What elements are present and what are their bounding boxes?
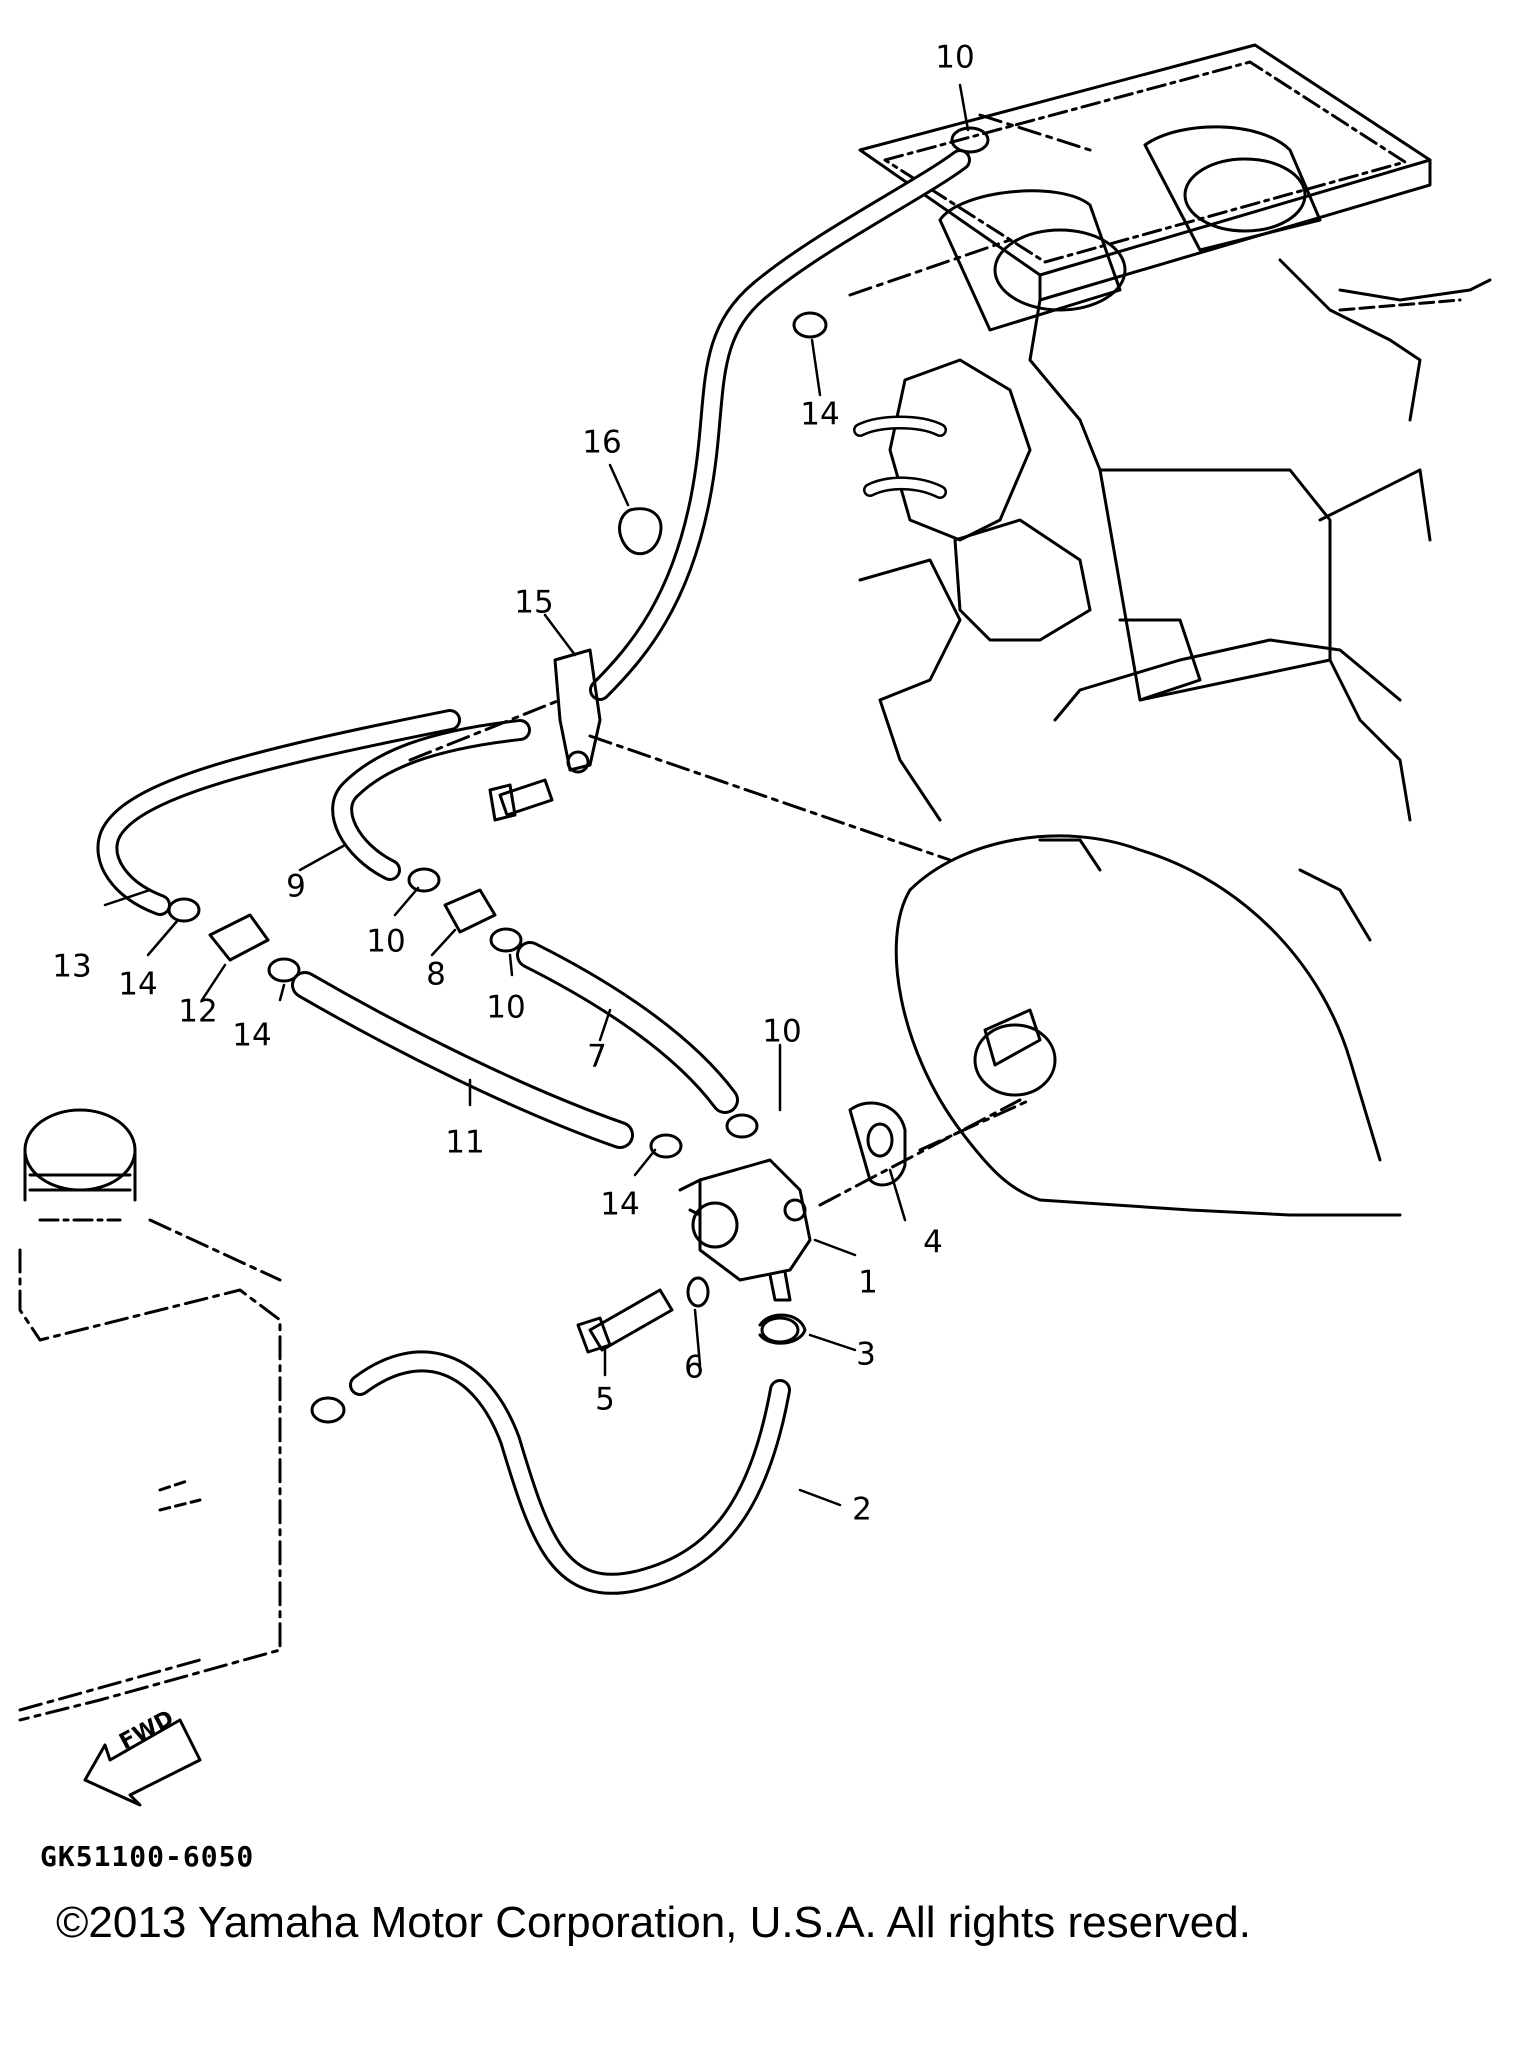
callout-6: 6 [684,1349,704,1386]
callout-3: 3 [856,1336,876,1373]
callout-4: 4 [923,1224,943,1261]
callout-15: 15 [514,584,554,621]
callout-12: 12 [178,993,218,1030]
callout-16: 16 [582,424,622,461]
callout-2: 2 [852,1491,872,1528]
callout-9: 9 [286,868,306,905]
gasket [818,1098,1022,1207]
oil-pump [678,1158,812,1302]
bracket [408,507,663,822]
callout-14-left: 14 [118,966,158,1003]
bolt-washer [576,1276,807,1354]
callout-10-top: 10 [935,39,975,76]
callout-1: 1 [858,1264,878,1301]
main-oil-hose [589,149,971,701]
filters [208,888,497,962]
callout-10-right: 10 [486,989,526,1026]
callout-14-pump: 14 [600,1186,640,1223]
clamps [167,126,990,1424]
callout-5: 5 [595,1381,615,1418]
callout-11: 11 [445,1124,485,1161]
hose-13 [96,709,461,916]
fwd-arrow-icon [83,1718,202,1807]
callout-13: 13 [52,948,92,985]
callout-7: 7 [587,1038,607,1075]
hose-2 [349,1350,791,1595]
oil-tank [18,1108,282,1722]
callout-10-mid: 10 [366,923,406,960]
hose-11 [291,971,634,1149]
hose-9 [331,719,531,881]
hose-7 [516,941,739,1114]
drawing-code: GK51100-6050 [40,1840,255,1873]
leader-lines [103,83,970,1507]
callout-8: 8 [426,956,446,993]
callout-14-top: 14 [800,396,840,433]
callout-14-mid: 14 [232,1017,272,1054]
callout-10-pump: 10 [762,1013,802,1050]
engine-block [588,43,1492,1217]
copyright-notice: ©2013 Yamaha Motor Corporation, U.S.A. A… [56,1898,1251,1947]
